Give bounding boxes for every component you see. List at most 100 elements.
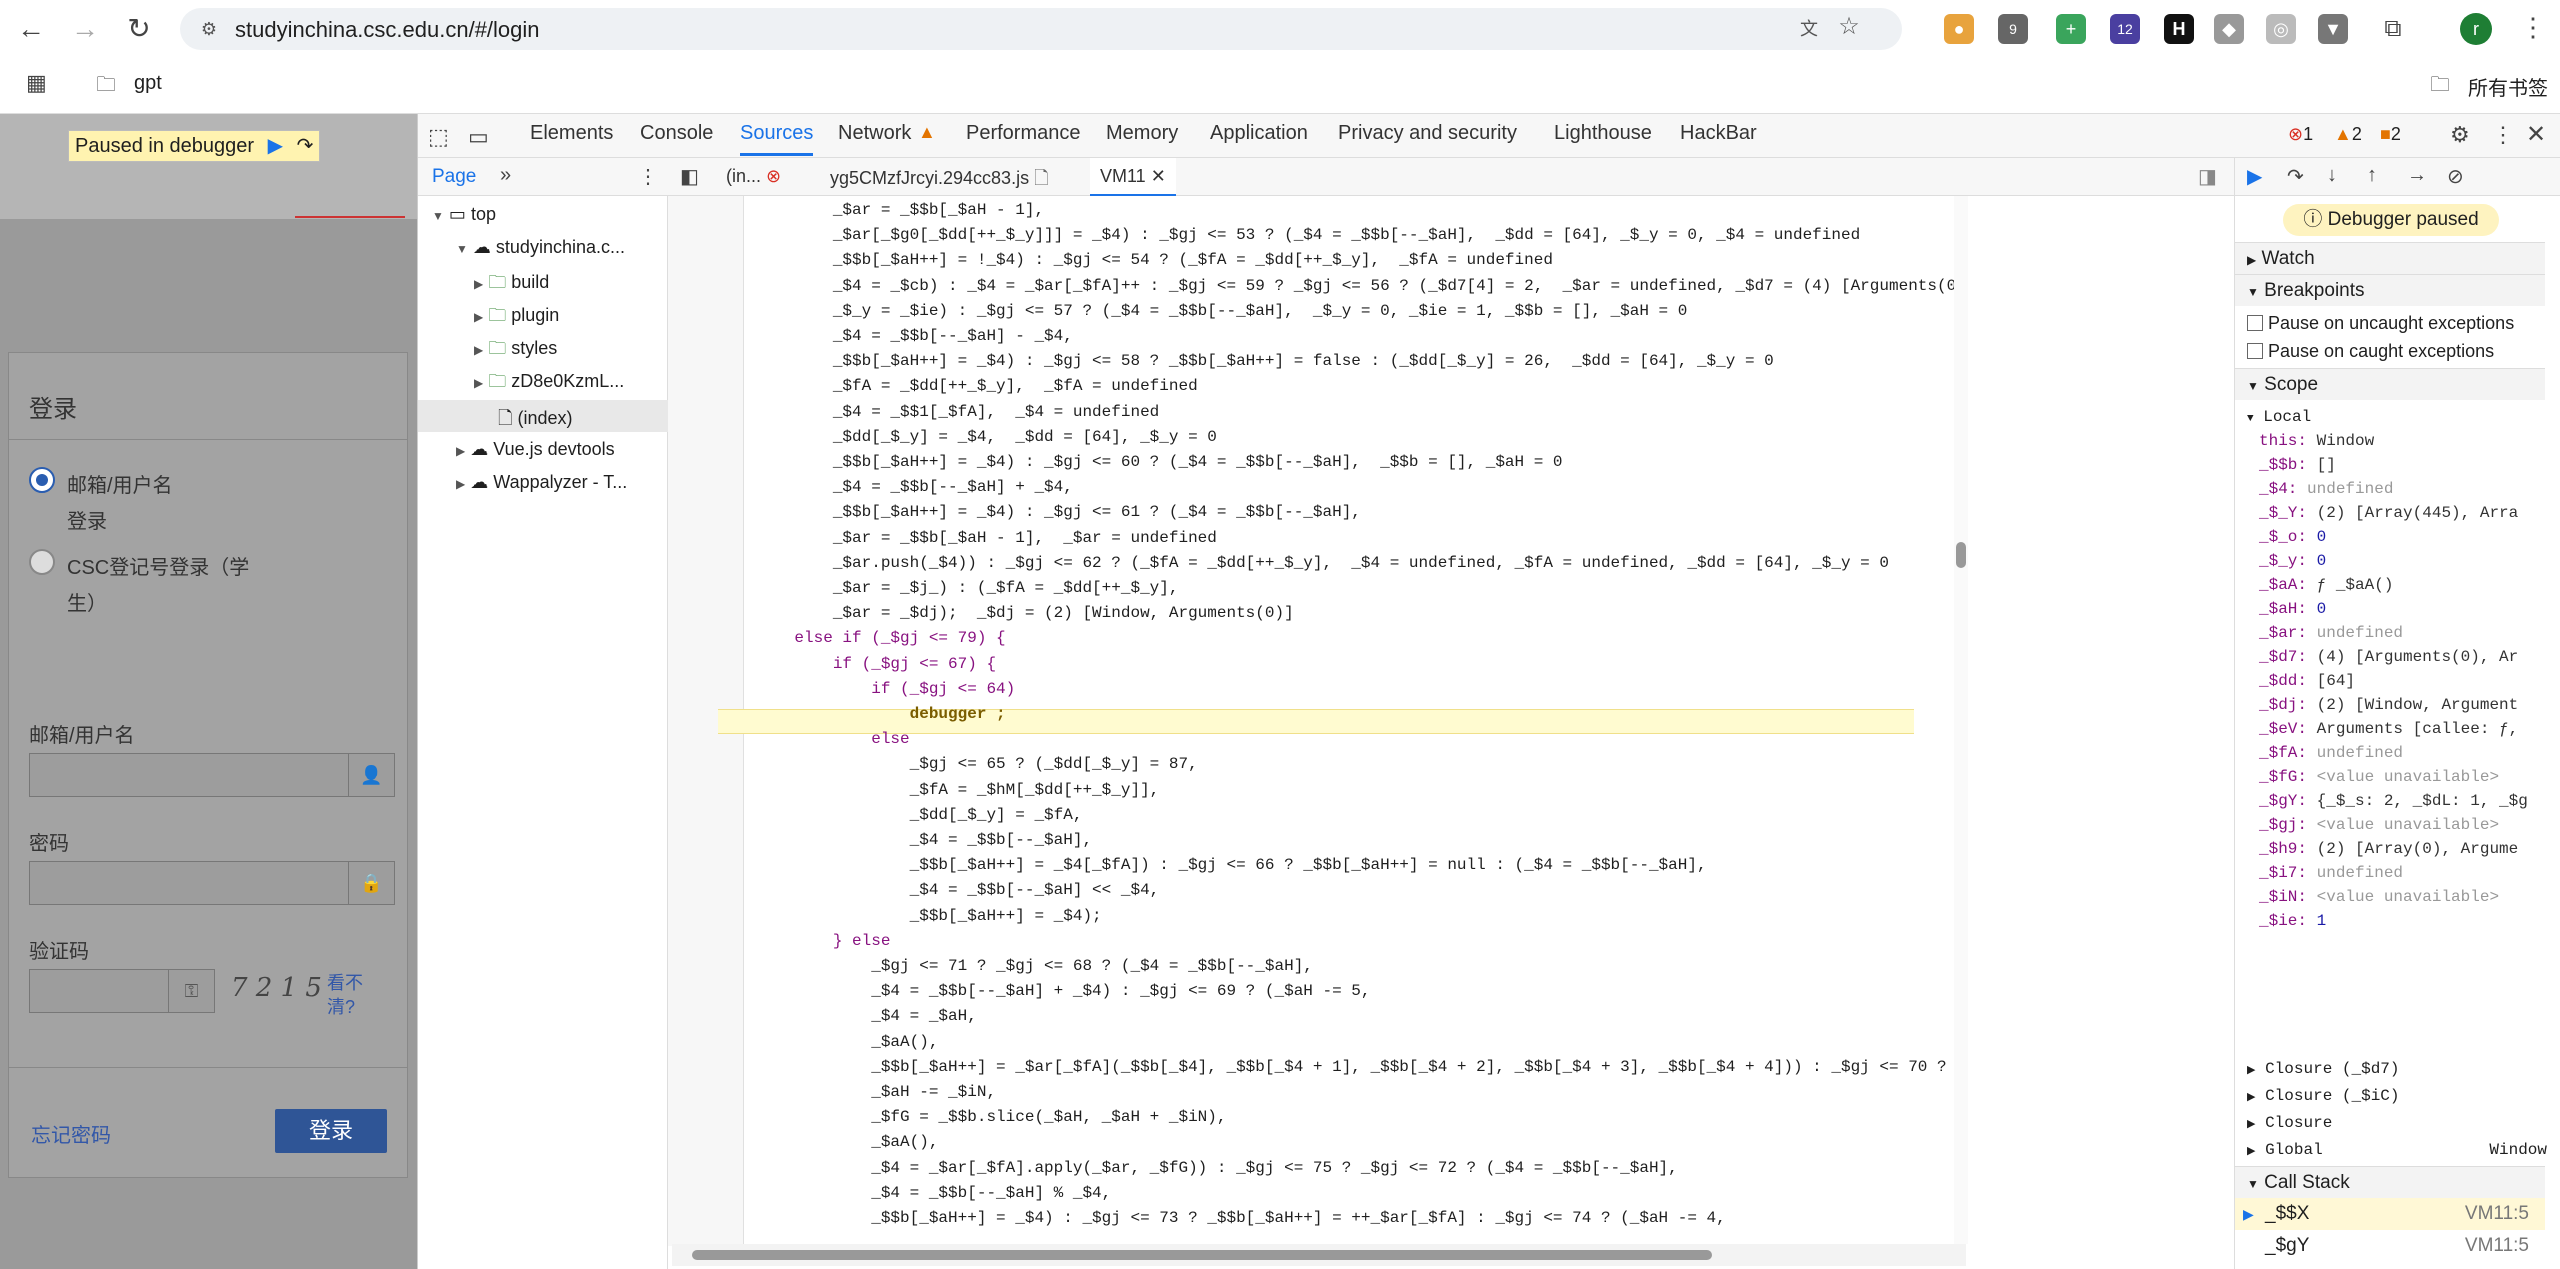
tab-elements[interactable]: Elements xyxy=(530,122,614,144)
tree-item-zd8[interactable]: ▶ 🗀 zD8e0KzmL... xyxy=(474,371,625,391)
login-button[interactable]: 登录 xyxy=(275,1109,387,1153)
back-icon[interactable]: ← xyxy=(17,13,45,44)
section-call-stack[interactable]: ▼ Call Stack xyxy=(2235,1166,2545,1198)
scope-local[interactable]: ▼ Local xyxy=(2247,408,2312,426)
scrollbar-thumb[interactable] xyxy=(692,1250,1712,1260)
close-icon[interactable]: ✕ xyxy=(2526,121,2547,148)
scope-variable[interactable]: _$4: undefined xyxy=(2259,480,2394,498)
tab-memory[interactable]: Memory xyxy=(1106,122,1179,144)
forgot-password-link[interactable]: 忘记密码 xyxy=(31,1125,111,1147)
scope-variable[interactable]: _$aH: 0 xyxy=(2259,600,2327,618)
scope-variable[interactable]: _$ie: 1 xyxy=(2259,912,2327,930)
navigator-menu-icon[interactable]: ⋮ xyxy=(638,166,658,188)
scope-variable[interactable]: _$iN: <value unavailable> xyxy=(2259,888,2500,906)
bookmark-star-icon[interactable]: ☆ xyxy=(1838,13,1860,40)
address-bar[interactable]: ⚙ studyinchina.csc.edu.cn/#/login 文 ☆ xyxy=(180,8,1902,50)
issues-count[interactable]: ■2 xyxy=(2380,124,2401,144)
scope-variable[interactable]: _$fA: undefined xyxy=(2259,744,2404,762)
browser-menu-icon[interactable]: ⋮ xyxy=(2520,12,2546,42)
captcha-image[interactable]: 7 2 1 5 xyxy=(231,973,322,1003)
tree-item-wappalyzer[interactable]: ▶ ☁ Wappalyzer - T... xyxy=(456,472,628,492)
tab-application[interactable]: Application xyxy=(1210,122,1308,144)
toggle-debugger-icon[interactable]: ◨ xyxy=(2198,166,2217,188)
tab-hackbar[interactable]: HackBar xyxy=(1680,122,1757,144)
extension-icon[interactable]: ◆ xyxy=(2214,14,2244,44)
forward-icon[interactable]: → xyxy=(71,13,99,44)
close-tab-icon[interactable]: ✕ xyxy=(1150,166,1166,186)
tree-item-build[interactable]: ▶ 🗀 build xyxy=(474,272,550,292)
extension-icon[interactable]: ▼ xyxy=(2318,14,2348,44)
reload-icon[interactable]: ↻ xyxy=(127,13,151,44)
captcha-field[interactable]: ⚿ xyxy=(29,969,215,1013)
site-info-icon[interactable]: ⚙ xyxy=(200,19,218,39)
tree-item-styles[interactable]: ▶ 🗀 styles xyxy=(474,338,558,358)
pause-caught-row[interactable]: Pause on caught exceptions xyxy=(2247,341,2494,362)
checkbox[interactable] xyxy=(2247,343,2263,359)
scope-variable[interactable]: _$ar: undefined xyxy=(2259,624,2404,642)
scope-variable[interactable]: _$d7: (4) [Arguments(0), Ar xyxy=(2259,648,2519,666)
scope-variable[interactable]: _$_o: 0 xyxy=(2259,528,2327,546)
scope-variable[interactable]: _$dj: (2) [Window, Argument xyxy=(2259,696,2519,714)
tree-item-vue[interactable]: ▶ ☁ Vue.js devtools xyxy=(456,439,615,459)
code-editor[interactable]: _$ar = _$$b[_$aH - 1], _$ar[_$g0[_$dd[++… xyxy=(668,196,1968,1269)
scope-variable[interactable]: _$aA: ƒ _$aA() xyxy=(2259,576,2394,594)
scope-variable[interactable]: _$gj: <value unavailable> xyxy=(2259,816,2500,834)
deactivate-breakpoints-icon[interactable]: ⊘ xyxy=(2447,166,2464,188)
more-options-icon[interactable]: ⋮ xyxy=(2492,122,2514,147)
file-tab-index[interactable]: (in... ⊗ xyxy=(726,166,781,187)
section-scope[interactable]: ▼ Scope xyxy=(2235,368,2545,400)
tab-page[interactable]: Page xyxy=(432,166,477,187)
captcha-refresh-link[interactable]: 看不清? xyxy=(327,973,363,1017)
scope-variable[interactable]: _$gY: {_$_s: 2, _$dL: 1, _$g xyxy=(2259,792,2528,810)
extensions-puzzle-icon[interactable]: ⧉ xyxy=(2378,14,2408,44)
scope-variable[interactable]: this: Window xyxy=(2259,432,2375,450)
tree-item-index[interactable]: 🗋 (index) xyxy=(498,406,573,436)
tab-performance[interactable]: Performance xyxy=(966,122,1081,144)
tree-item-top[interactable]: ▼ ▭ top xyxy=(432,204,496,224)
radio-email[interactable] xyxy=(29,467,55,493)
closure-ic[interactable]: ▶ Closure (_$iC) xyxy=(2247,1087,2400,1105)
step-into-icon[interactable]: ↓ xyxy=(2327,164,2337,186)
toggle-navigator-icon[interactable]: ◧ xyxy=(680,166,699,188)
radio-csc[interactable] xyxy=(29,549,55,575)
tree-item-domain[interactable]: ▼ ☁ studyinchina.c... xyxy=(456,237,625,257)
scope-variable[interactable]: _$_Y: (2) [Array(445), Arra xyxy=(2259,504,2519,522)
resume-icon[interactable]: ▶ xyxy=(2247,166,2263,188)
error-count[interactable]: ⊗1 xyxy=(2288,124,2314,144)
warning-count[interactable]: ▲2 xyxy=(2334,124,2362,144)
step-over-icon[interactable]: ↷ xyxy=(2287,166,2304,188)
tab-network[interactable]: Network xyxy=(838,122,912,144)
vertical-scrollbar[interactable] xyxy=(1954,196,1968,1244)
tab-lighthouse[interactable]: Lighthouse xyxy=(1554,122,1652,144)
tree-item-plugin[interactable]: ▶ 🗀 plugin xyxy=(474,305,560,325)
email-field[interactable]: 👤 xyxy=(29,753,395,797)
step-over-icon[interactable]: ↷ xyxy=(296,135,314,157)
closure-d7[interactable]: ▶ Closure (_$d7) xyxy=(2247,1060,2400,1078)
extension-icon[interactable]: + xyxy=(2056,14,2086,44)
extension-icon[interactable]: 9 xyxy=(1998,14,2028,44)
scope-variable[interactable]: _$$b: [] xyxy=(2259,456,2336,474)
scope-variable[interactable]: _$fG: <value unavailable> xyxy=(2259,768,2500,786)
scope-variable[interactable]: _$i7: undefined xyxy=(2259,864,2404,882)
inspect-icon[interactable]: ⬚ xyxy=(428,124,449,149)
all-bookmarks-folder[interactable]: 所有书签 xyxy=(2468,78,2548,100)
scope-variable[interactable]: _$h9: (2) [Array(0), Argume xyxy=(2259,840,2519,858)
extension-icon[interactable]: ● xyxy=(1944,14,1974,44)
profile-avatar[interactable]: r xyxy=(2460,13,2492,45)
resume-icon[interactable]: ▶ xyxy=(267,135,283,157)
extension-icon[interactable]: 12 xyxy=(2110,14,2140,44)
scope-variable[interactable]: _$eV: Arguments [callee: ƒ, xyxy=(2259,720,2519,738)
section-breakpoints[interactable]: ▼ Breakpoints xyxy=(2235,274,2545,306)
device-toolbar-icon[interactable]: ▭ xyxy=(468,124,489,149)
file-tab-js[interactable]: yg5CMzfJrcyi.294cc83.js 🗋 xyxy=(830,166,1049,196)
pause-uncaught-row[interactable]: Pause on uncaught exceptions xyxy=(2247,313,2514,334)
extension-icon[interactable]: ◎ xyxy=(2266,14,2296,44)
tab-privacy-security[interactable]: Privacy and security xyxy=(1338,122,1517,144)
extension-icon[interactable]: H xyxy=(2164,14,2194,44)
more-tabs-icon[interactable]: » xyxy=(500,164,512,186)
horizontal-scrollbar[interactable] xyxy=(672,1244,1966,1266)
translate-icon[interactable]: 文 xyxy=(1800,19,1818,39)
